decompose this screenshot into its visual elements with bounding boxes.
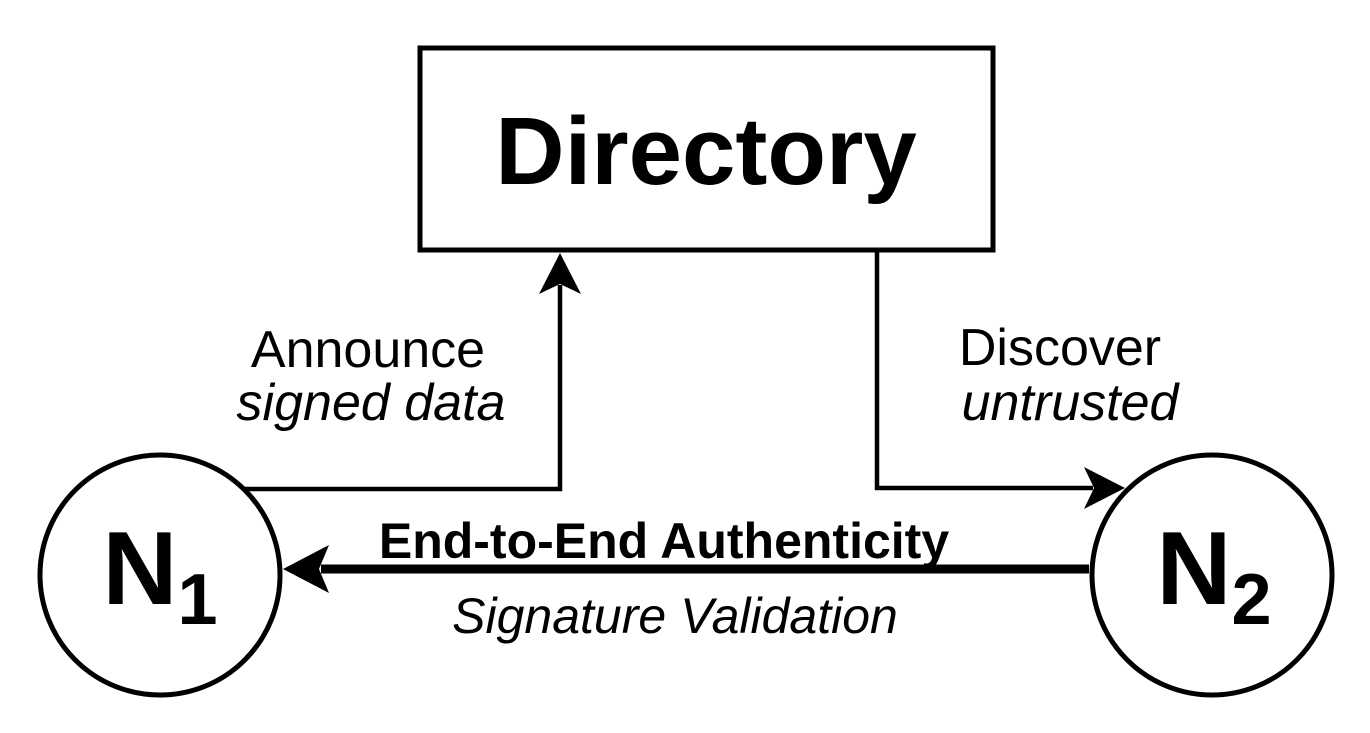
discover-label: Discover	[959, 319, 1161, 377]
announce-sublabel: signed data	[237, 374, 506, 432]
directory-box	[417, 45, 996, 253]
node1-circle	[37, 452, 283, 698]
discover-arrow-line	[874, 252, 1093, 491]
node2-circle	[1089, 452, 1335, 698]
announce-arrow-line	[244, 285, 563, 492]
node2-letter: N	[1156, 511, 1231, 627]
node1-letter: N	[102, 511, 177, 627]
node1-label: N1	[102, 511, 217, 640]
e2e-sublabel: Signature Validation	[452, 588, 898, 644]
directory-label: Directory	[495, 98, 917, 205]
node1-subscript: 1	[178, 560, 218, 640]
announce-arrowhead-icon	[539, 253, 581, 294]
announce-label: Announce	[251, 321, 485, 379]
e2e-label: End-to-End Authenticity	[379, 513, 949, 569]
discover-sublabel: untrusted	[962, 374, 1181, 432]
node2-subscript: 2	[1232, 560, 1272, 640]
node2-label: N2	[1156, 511, 1271, 640]
e2e-arrowhead-icon	[283, 545, 329, 593]
discover-arrowhead-icon	[1084, 467, 1125, 509]
